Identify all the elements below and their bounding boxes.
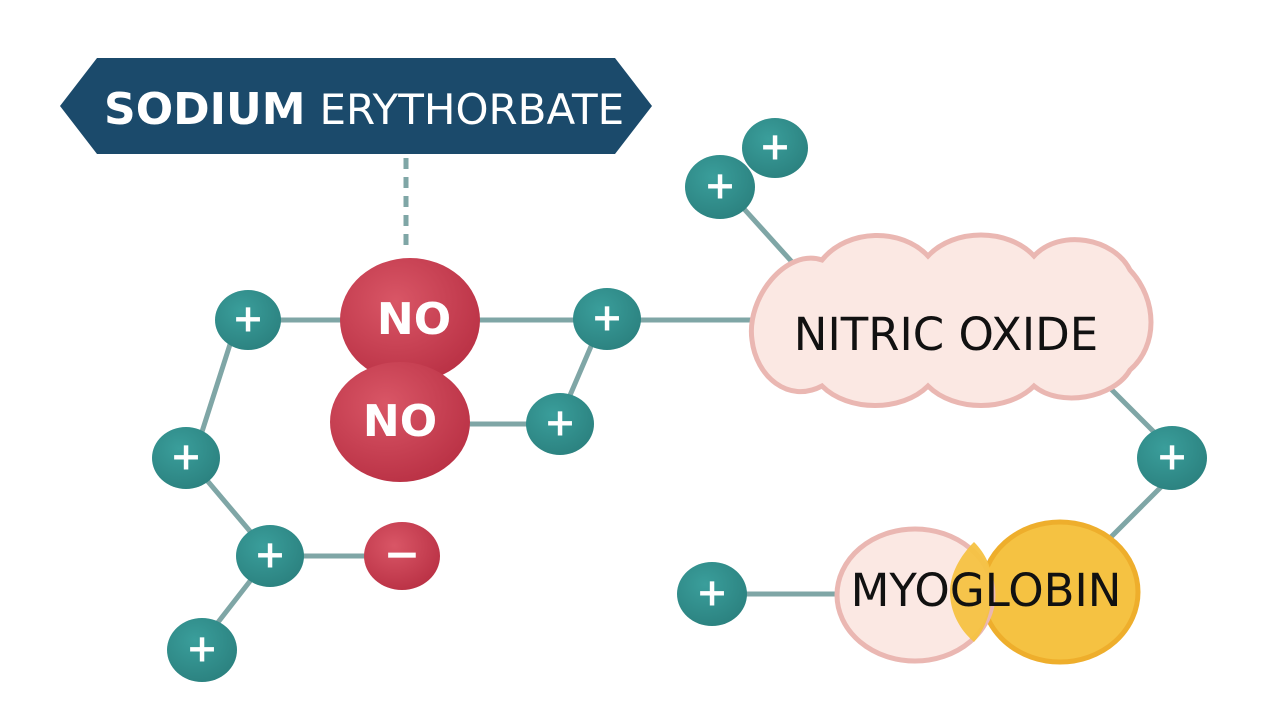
positive-charge-node: + <box>742 118 808 178</box>
no-top-circle <box>340 258 480 382</box>
positive-charge-circle <box>573 288 641 350</box>
positive-charge-circle <box>236 525 304 587</box>
negative-charge-circle <box>364 522 440 590</box>
positive-charge-node: + <box>1137 426 1207 490</box>
positive-charge-glyph: + <box>696 571 728 615</box>
link-line <box>202 475 257 539</box>
no-molecule-top: NO <box>340 258 480 382</box>
no-bottom-circle <box>330 362 470 482</box>
positive-charge-glyph: + <box>759 125 791 169</box>
title-banner: SODIUM ERYTHORBATE <box>60 58 652 154</box>
banner-title-rest: ERYTHORBATE <box>320 85 625 134</box>
banner-shape <box>60 58 652 154</box>
positive-charge-node: + <box>152 427 220 489</box>
link-line <box>733 197 795 265</box>
positive-charge-circle <box>1137 426 1207 490</box>
negative-charge-node: − <box>364 522 440 590</box>
link-line <box>565 334 598 403</box>
positive-charge-node: + <box>573 288 641 350</box>
no-molecule-bottom: NO <box>330 362 470 482</box>
positive-charge-node: + <box>236 525 304 587</box>
link-line <box>209 573 257 633</box>
positive-charge-circle <box>526 393 594 455</box>
myoglobin-pink-circle <box>834 526 996 664</box>
positive-charge-glyph: + <box>232 297 264 341</box>
link-line <box>197 332 236 441</box>
positive-charge-circle <box>167 618 237 682</box>
no-bottom-label: NO <box>363 396 437 447</box>
positive-charge-glyph: + <box>1156 435 1188 479</box>
nitric-oxide-label: NITRIC OXIDE <box>794 308 1098 361</box>
positive-charge-glyph: + <box>704 164 736 208</box>
nitric-oxide-cloud-shape <box>748 232 1154 408</box>
positive-charge-circle <box>152 427 220 489</box>
myoglobin-label: MYOGLOBIN <box>851 564 1122 617</box>
negative-charge-glyph: − <box>384 529 421 580</box>
positive-charge-glyph: + <box>544 401 576 445</box>
no-top-label: NO <box>377 294 451 345</box>
positive-charge-glyph: + <box>254 533 286 577</box>
myoglobin-overlap <box>950 542 993 642</box>
positive-charge-nodes: + + + + + + + + <box>152 118 1207 682</box>
positive-charge-node: + <box>685 155 755 219</box>
banner-title: SODIUM ERYTHORBATE <box>104 84 624 135</box>
positive-charge-circle <box>677 562 747 626</box>
positive-charge-glyph: + <box>186 627 218 671</box>
banner-title-bold: SODIUM <box>104 84 306 135</box>
positive-charge-circle <box>685 155 755 219</box>
nitric-oxide-cloud: NITRIC OXIDE <box>748 232 1154 408</box>
positive-charge-glyph: + <box>170 435 202 479</box>
positive-charge-circle <box>742 118 808 178</box>
myoglobin-group: MYOGLOBIN <box>834 519 1141 665</box>
positive-charge-node: + <box>526 393 594 455</box>
positive-charge-glyph: + <box>591 296 623 340</box>
positive-charge-node: + <box>167 618 237 682</box>
positive-charge-node: + <box>215 290 281 350</box>
link-line <box>1105 477 1171 543</box>
positive-charge-circle <box>215 290 281 350</box>
positive-charge-node: + <box>677 562 747 626</box>
